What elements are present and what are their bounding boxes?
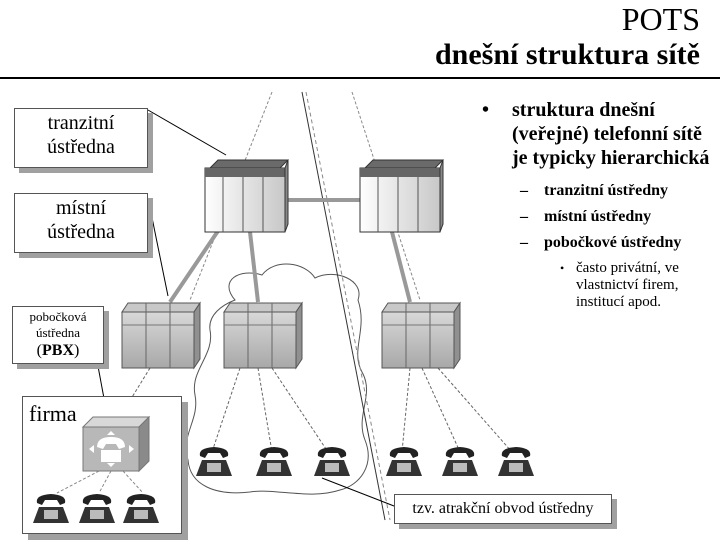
local-exchange-3 xyxy=(381,301,461,370)
bullet-dot-icon: • xyxy=(482,99,490,121)
bullet-sub-2-text: místní ústředny xyxy=(544,208,652,225)
bullet-list: • struktura dnešní (veřejné) telefonní s… xyxy=(478,98,714,311)
firma-box: firma xyxy=(22,396,182,534)
bullet-sub-3-text: pobočkové ústředny xyxy=(544,234,682,251)
title-line-1: POTS xyxy=(621,1,700,37)
transit-exchange-right xyxy=(359,159,445,233)
background-lines xyxy=(189,91,421,521)
transit-exchange-left xyxy=(204,159,290,233)
label-pbx-line1: pobočková xyxy=(29,309,87,324)
label-tranzitni-line2: ústředna xyxy=(47,136,115,158)
pointer-lines xyxy=(94,109,395,507)
label-mistni-line1: místní xyxy=(55,197,106,219)
phone-icon xyxy=(196,447,232,476)
phone-icon xyxy=(79,494,115,523)
phone-icon xyxy=(498,447,534,476)
bg-line xyxy=(301,91,386,521)
local-exchange-1 xyxy=(121,301,201,370)
subscriber-line xyxy=(401,367,411,453)
local-exchange-2 xyxy=(223,301,303,370)
bullet-main-text: struktura dnešní (veřejné) telefonní sít… xyxy=(512,99,710,169)
subscriber-line xyxy=(257,367,273,453)
label-mistni-line2: ústředna xyxy=(47,221,115,243)
firma-line xyxy=(98,470,112,494)
bullet-sub-3: – pobočkové ústředny xyxy=(478,234,714,252)
trunk-link xyxy=(390,231,412,303)
pbx-icon xyxy=(81,415,151,473)
bullet-subsub-text: často privátní, ve vlastnictví firem, in… xyxy=(576,260,679,310)
label-pbx: pobočková ústředna (PBX) xyxy=(12,306,104,364)
firma-line xyxy=(56,470,100,494)
bg-line xyxy=(351,91,421,301)
bullet-sub-1-text: tranzitní ústředny xyxy=(544,182,668,199)
firma-line xyxy=(122,470,144,494)
dash-icon: – xyxy=(520,234,528,251)
title-rule xyxy=(0,77,720,79)
small-dot-icon: • xyxy=(560,261,565,275)
pointer-atrakcni xyxy=(321,477,395,507)
phone-icon xyxy=(314,447,350,476)
bg-line xyxy=(305,91,391,521)
phone-icons xyxy=(196,447,534,476)
phone-icon xyxy=(386,447,422,476)
dash-icon: – xyxy=(520,208,528,225)
bullet-subsub: • často privátní, ve vlastnictví firem, … xyxy=(478,260,714,311)
label-tranzitni-line1: tranzitní xyxy=(47,112,115,134)
label-pbx-abbr: PBX xyxy=(42,342,74,359)
pointer-mistni xyxy=(147,197,169,297)
label-mistni: místní ústředna xyxy=(14,193,148,253)
title-line-2: dnešní struktura sítě xyxy=(434,38,700,71)
trunk-link xyxy=(168,226,222,304)
subscriber-line xyxy=(437,367,513,453)
bullet-main: • struktura dnešní (veřejné) telefonní s… xyxy=(478,98,714,170)
pointer-tranzitni xyxy=(147,109,227,156)
bullet-sub-2: – místní ústředny xyxy=(478,208,714,226)
phone-icon xyxy=(442,447,478,476)
dash-icon: – xyxy=(520,182,528,199)
label-pbx-line3: (PBX) xyxy=(36,342,80,359)
label-pbx-line2: ústředna xyxy=(35,325,81,340)
bullet-sub-1: – tranzitní ústředny xyxy=(478,182,714,200)
local-network-cloud xyxy=(185,263,369,495)
firma-diagram xyxy=(33,415,159,523)
label-tranzitni: tranzitní ústředna xyxy=(14,108,148,168)
trunk-link xyxy=(248,231,260,303)
phone-icon xyxy=(33,494,69,523)
connections xyxy=(168,198,412,304)
subscriber-line xyxy=(421,367,461,453)
firma-lines xyxy=(56,470,144,494)
subscriber-line xyxy=(271,367,329,453)
firma-label: firma xyxy=(29,401,77,426)
atrakcni-callout: tzv. atrakční obvod ústředny xyxy=(394,494,612,524)
phone-icon xyxy=(256,447,292,476)
phone-icon xyxy=(123,494,159,523)
